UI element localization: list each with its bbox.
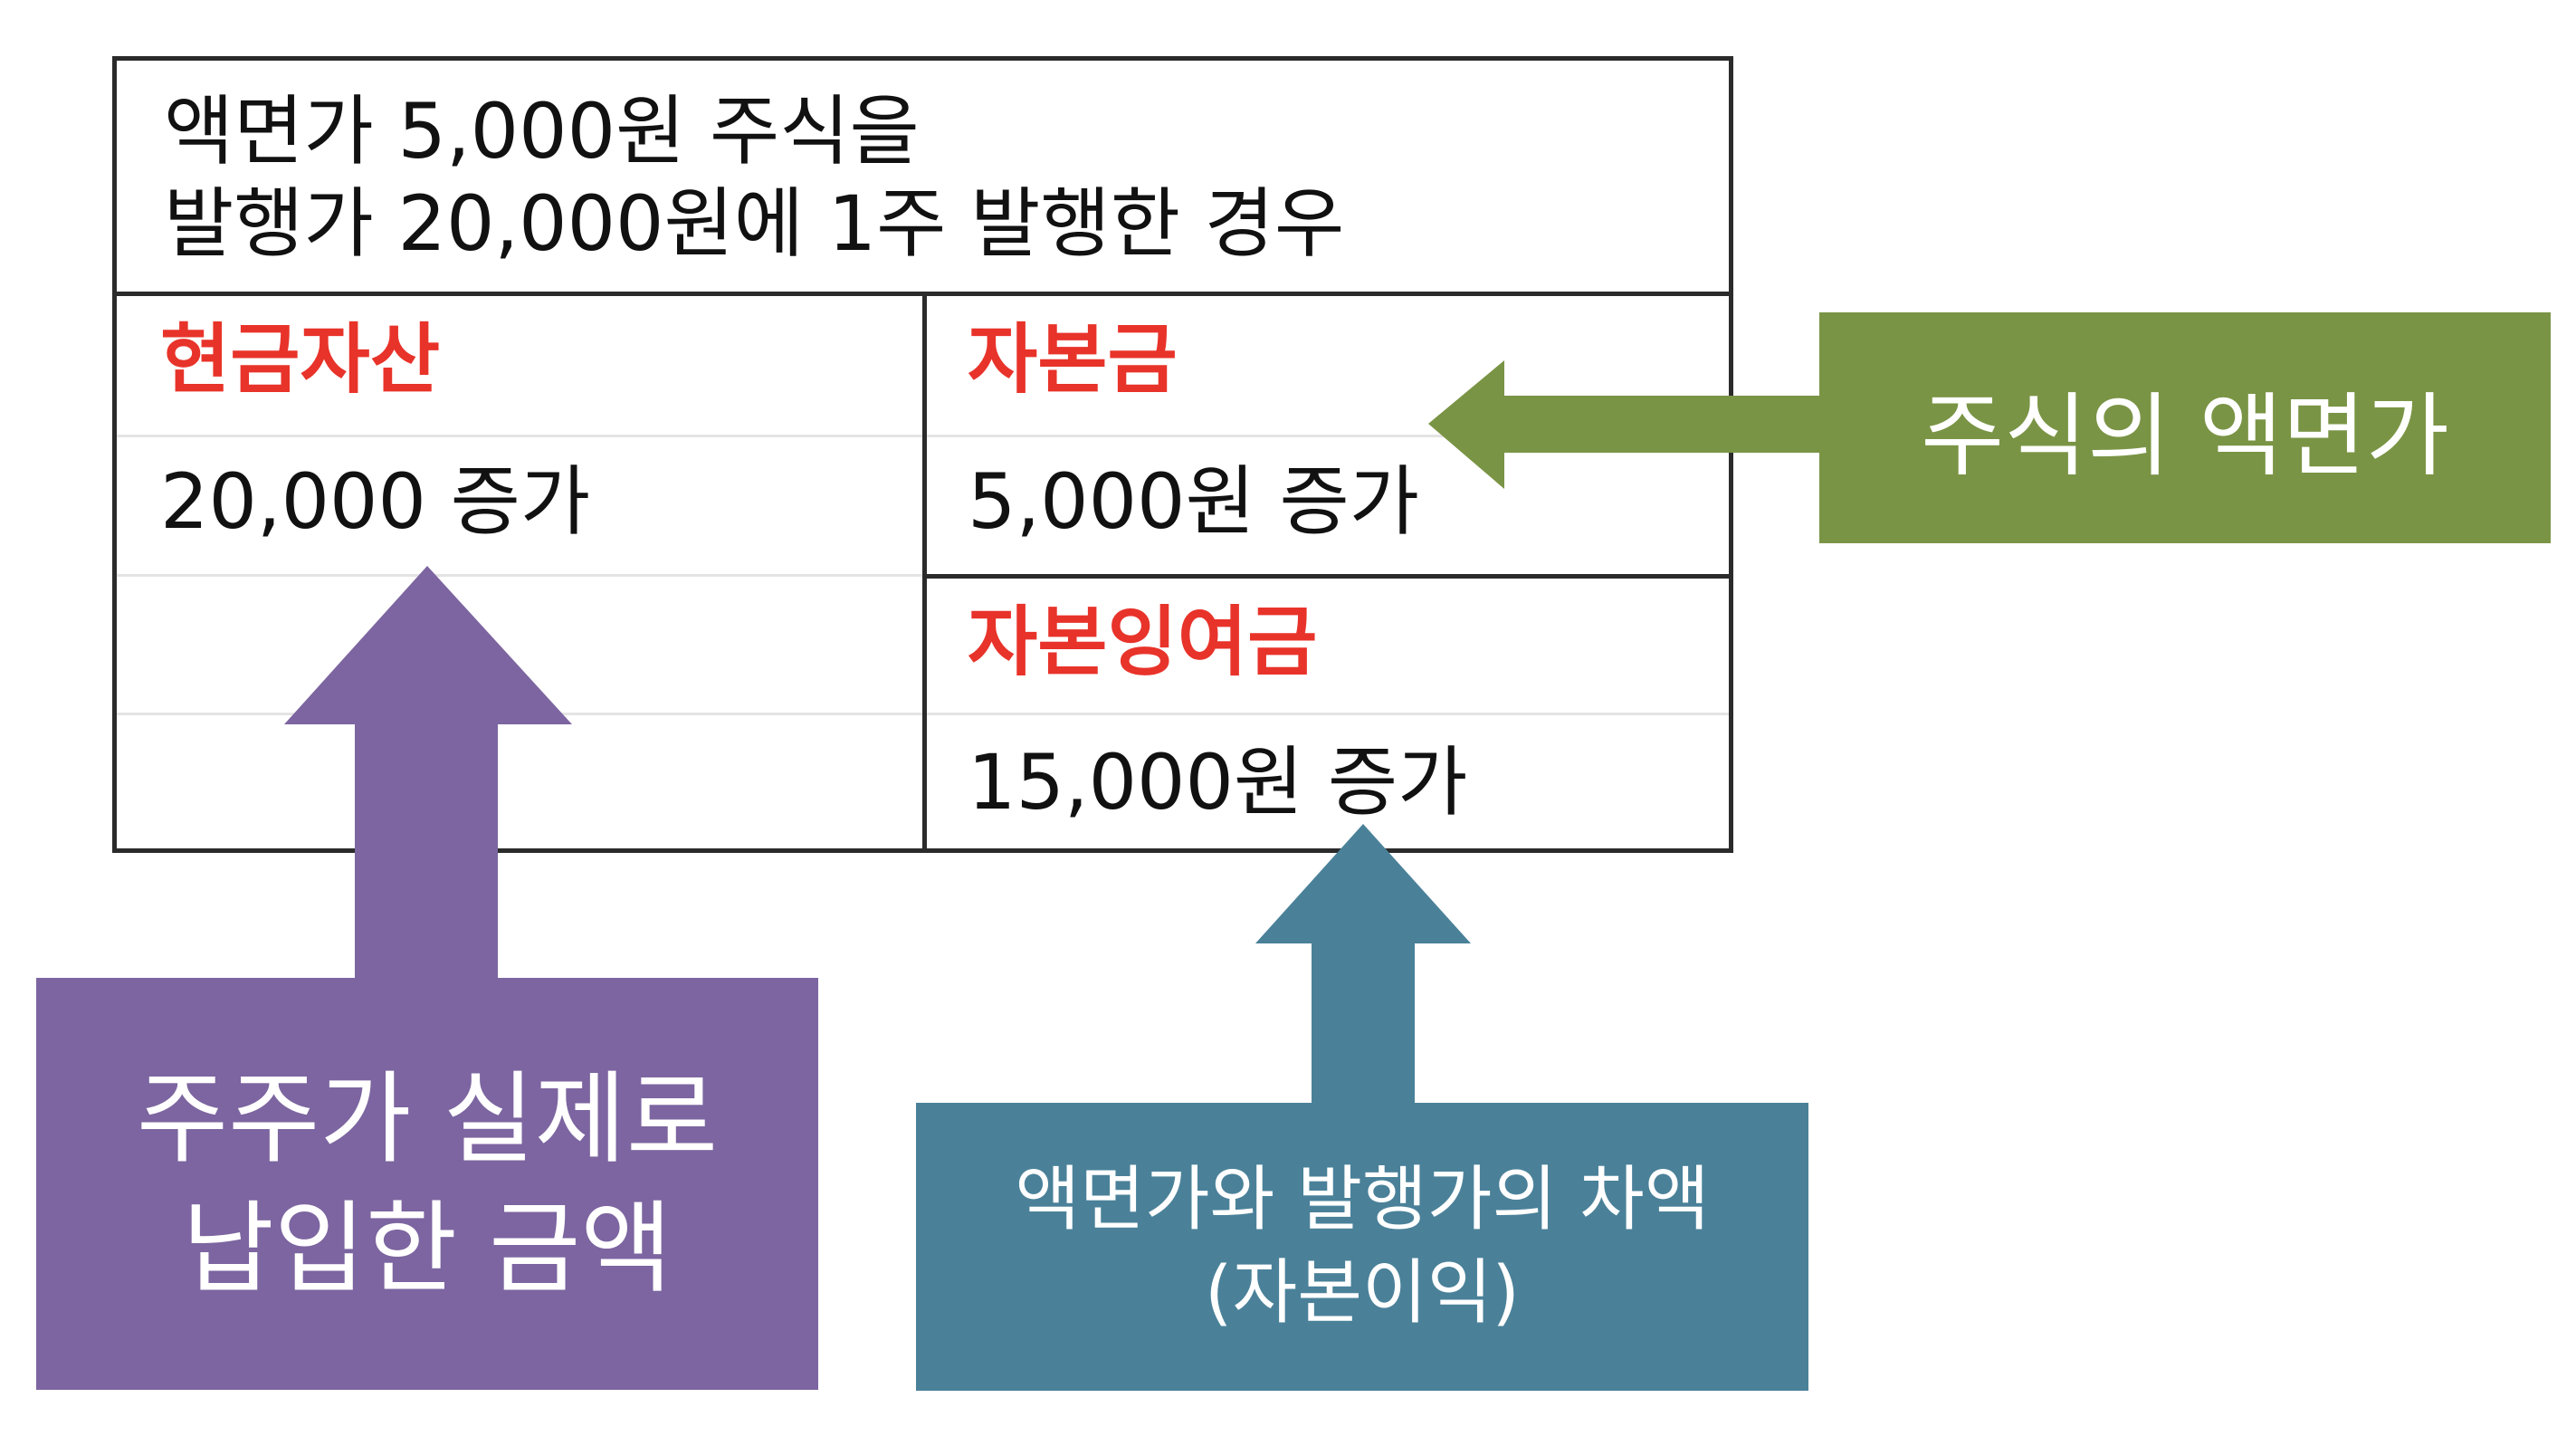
row-separator-5 [927,713,1729,715]
row-separator-3 [117,574,922,577]
cash-asset-label: 현금자산 [160,315,441,404]
difference-line-2: (자본이익) [1205,1252,1520,1334]
right-section-divider [922,574,1729,579]
par-value-callout: 주식의 액면가 [1819,312,2551,543]
par-value-text: 주식의 액면가 [1921,383,2449,489]
arrow-to-capital-stock [1428,360,1819,489]
difference-line-1: 액면가와 발행가의 차액 [1015,1159,1710,1241]
paid-amount-line-1: 주주가 실제로 [136,1060,719,1177]
paid-amount-line-2: 납입한 금액 [182,1190,673,1307]
difference-callout: 액면가와 발행가의 차액 (자본이익) [916,1103,1808,1391]
capital-stock-value: 5,000원 증가 [968,457,1420,546]
paid-amount-callout: 주주가 실제로 납입한 금액 [36,978,818,1390]
arrow-to-cash-asset [284,566,572,982]
column-divider [922,292,927,848]
cash-asset-value: 20,000 증가 [160,457,591,546]
arrow-to-capital-surplus [1255,824,1471,1106]
row-separator-1 [117,435,922,437]
capital-stock-label: 자본금 [968,315,1178,404]
capital-surplus-value: 15,000원 증가 [968,738,1468,827]
header-line-2: 발행가 20,000원에 1주 발행한 경우 [164,179,1345,268]
header-line-1: 액면가 5,000원 주식을 [164,87,920,176]
row-separator-2 [927,435,1729,437]
capital-surplus-label: 자본잉여금 [968,598,1318,686]
